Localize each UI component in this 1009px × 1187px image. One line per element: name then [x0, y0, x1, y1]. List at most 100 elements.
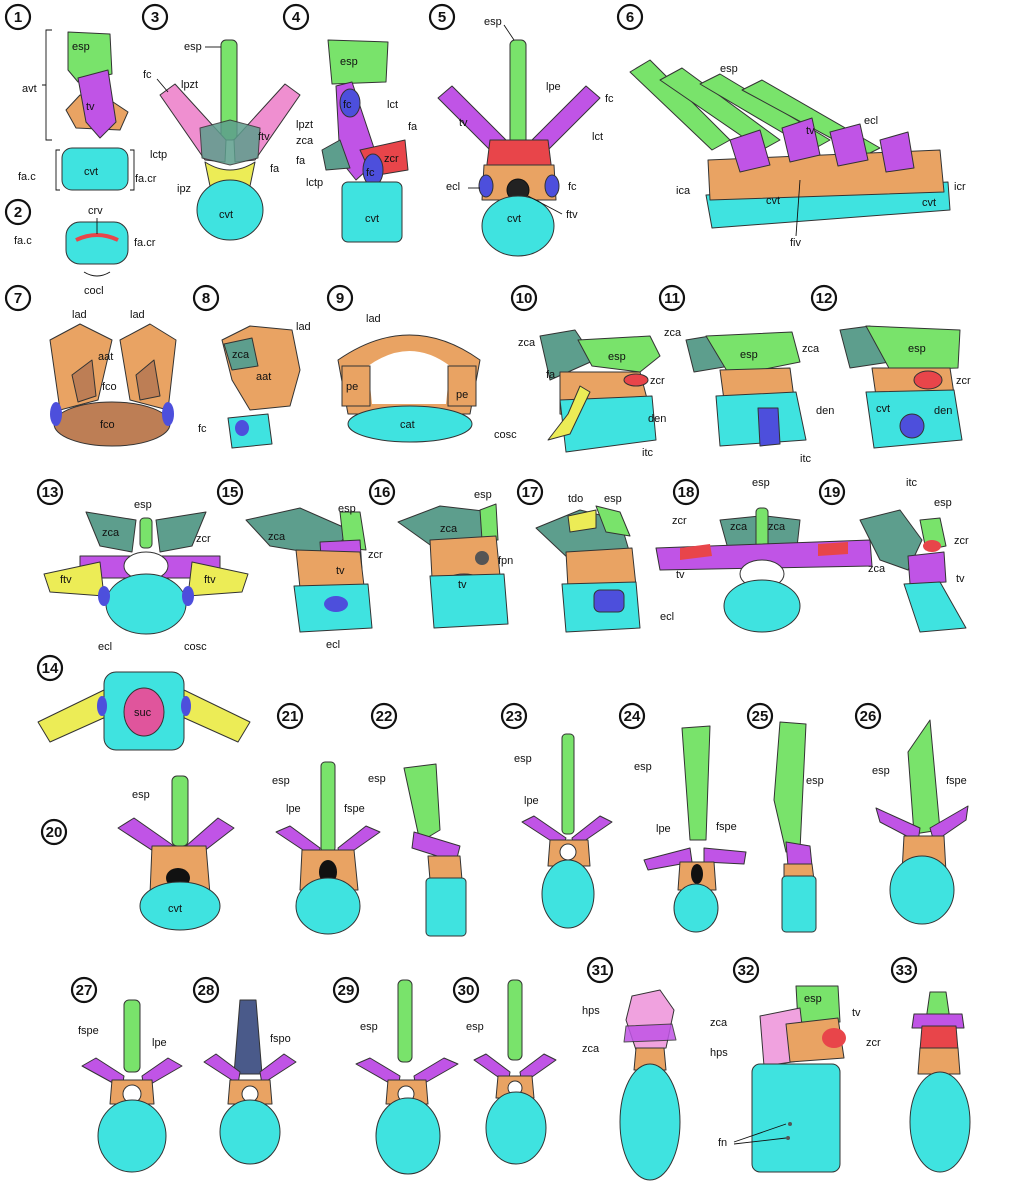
figure-30: 30 esp — [452, 976, 557, 1165]
neural-spine — [577, 335, 661, 373]
centrum — [97, 1099, 167, 1173]
label-fpn: fpn — [498, 555, 513, 567]
label-lctp: lctp — [150, 149, 167, 161]
label-cosc: cosc — [494, 429, 517, 441]
label-lpe: lpe — [656, 823, 671, 835]
label-esp: esp — [872, 765, 890, 777]
figure-1: 1 esp avt tv cvt fa.c fa.cr — [4, 3, 157, 191]
label-ftv: ftv — [566, 209, 578, 221]
label-esp: esp — [72, 41, 90, 53]
figure-6: 6 esp tv ecl ica cvt cvt icr fiv — [616, 3, 966, 249]
centrum — [341, 181, 403, 243]
label-zca: zca — [296, 135, 314, 147]
label-lpe: lpe — [524, 795, 539, 807]
label-fspe: fspe — [716, 821, 737, 833]
centrum — [425, 877, 467, 937]
label-ica: ica — [676, 185, 691, 197]
label-den: den — [816, 405, 834, 417]
label-cocl: cocl — [84, 285, 104, 297]
label-itc: itc — [642, 447, 654, 459]
label-tv: tv — [86, 101, 95, 113]
label-itc: itc — [906, 477, 918, 489]
figure-10: 10 zca esp fa zcr den cosc itc — [494, 284, 666, 459]
label-tv: tv — [459, 117, 468, 129]
label-fc: fc — [343, 99, 352, 111]
figure-number: 19 — [824, 484, 841, 501]
label-hps: hps — [582, 1005, 600, 1017]
prezygapophysis — [223, 337, 259, 371]
label-tv: tv — [806, 125, 815, 137]
neural-spine — [509, 39, 527, 151]
figure-26: 26 esp fspe — [854, 702, 969, 925]
label-icr: icr — [954, 181, 966, 193]
figure-33: 33 — [890, 956, 971, 1173]
label-lpzt: lpzt — [296, 119, 313, 131]
label-ecl: ecl — [98, 641, 112, 653]
figure-21: 21 esp lpe fspe — [272, 702, 381, 935]
label-fco: fco — [102, 381, 117, 393]
figure-22: 22 esp — [368, 702, 467, 937]
centrum — [295, 877, 361, 935]
label-fspe: fspe — [946, 775, 967, 787]
costal-process — [547, 385, 591, 441]
label-fspe: fspe — [78, 1025, 99, 1037]
figure-number: 21 — [282, 708, 299, 725]
label-zcr: zcr — [196, 533, 211, 545]
bracket — [130, 149, 135, 191]
centrum — [429, 573, 509, 629]
label-ecl: ecl — [660, 611, 674, 623]
figure-29: 29 esp — [332, 976, 459, 1175]
bracket — [42, 29, 52, 141]
label-esp: esp — [934, 497, 952, 509]
label-fco: fco — [100, 419, 115, 431]
centrum — [541, 859, 595, 929]
label-cvt: cvt — [219, 209, 233, 221]
figure-number: 2 — [14, 204, 22, 221]
figure-number: 6 — [626, 9, 634, 26]
label-tv: tv — [956, 573, 965, 585]
label-ecl: ecl — [446, 181, 460, 193]
label-zca: zca — [664, 327, 682, 339]
figure-number: 5 — [438, 9, 446, 26]
figure-number: 18 — [678, 484, 695, 501]
label-zcr: zcr — [368, 549, 383, 561]
label-lctp: lctp — [306, 177, 323, 189]
label-esp: esp — [132, 789, 150, 801]
label-fa-c: fa.c — [18, 171, 36, 183]
centrum — [751, 1063, 841, 1173]
label-lad: lad — [296, 321, 311, 333]
label-itc: itc — [800, 453, 812, 465]
figure-31: 31 hps zca — [582, 956, 681, 1181]
label-zca: zca — [868, 563, 886, 575]
label-zca: zca — [518, 337, 536, 349]
neural-spine — [327, 39, 389, 85]
figure-number: 30 — [458, 982, 475, 999]
figure-number: 32 — [738, 962, 755, 979]
label-lad: lad — [130, 309, 145, 321]
label-zca: zca — [802, 343, 820, 355]
label-fa: fa — [270, 163, 280, 175]
label-lct: lct — [387, 99, 398, 111]
label-fspo: fspo — [270, 1033, 291, 1045]
label-zca: zca — [440, 523, 458, 535]
label-tv: tv — [676, 569, 685, 581]
label-fc: fc — [143, 69, 152, 81]
neural-spine — [705, 331, 801, 377]
label-aat: aat — [98, 351, 113, 363]
centrum — [889, 855, 955, 925]
label-zca: zca — [232, 349, 250, 361]
label-esp: esp — [608, 351, 626, 363]
label-esp: esp — [272, 775, 290, 787]
cranial-ridge — [75, 233, 119, 242]
figure-number: 27 — [76, 982, 93, 999]
label-fa-cr: fa.cr — [134, 237, 156, 249]
figure-9: 9 lad pe pe cat — [326, 284, 481, 443]
figure-23: 23 esp lpe — [500, 702, 613, 929]
label-cosc: cosc — [184, 641, 207, 653]
figure-15: 15 esp zca zcr tv ecl — [216, 478, 383, 651]
figure-number: 24 — [624, 708, 641, 725]
figure-18: 18 esp zcr zca zca tv — [655, 477, 873, 633]
label-zcr: zcr — [956, 375, 971, 387]
label-fiv: fiv — [790, 237, 802, 249]
